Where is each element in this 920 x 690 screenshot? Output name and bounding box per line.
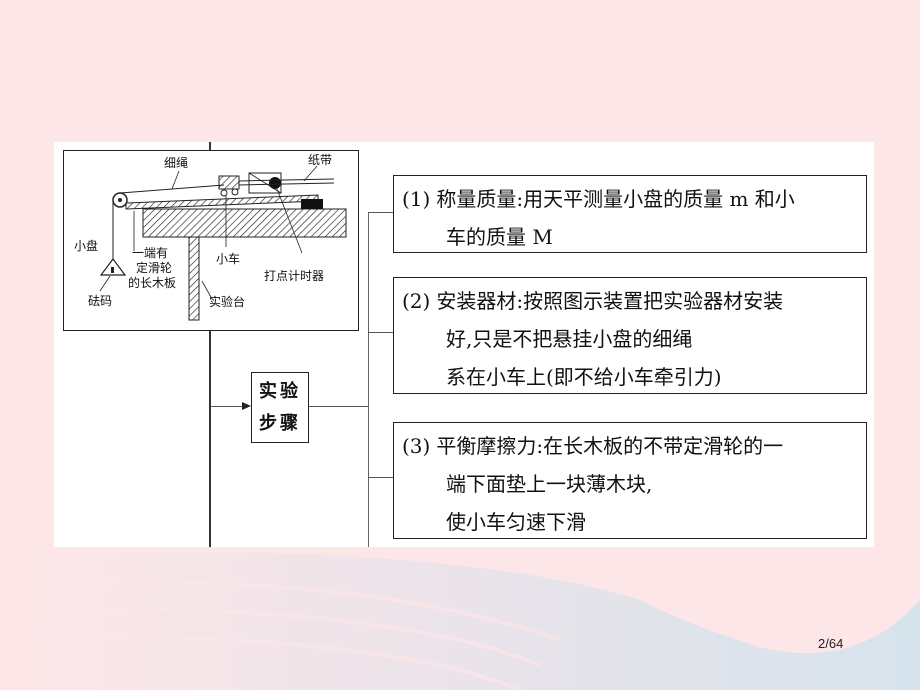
experiment-steps-node: 实验 步骤 [251,372,309,443]
step-number: (3) [402,434,431,458]
step-box-3: (3)平衡摩擦力:在长木板的不带定滑轮的一 端下面垫上一块薄木块, 使小车匀速下… [393,422,867,539]
step-box-2: (2)安装器材:按照图示装置把实验器材安装 好,只是不把悬挂小盘的细绳 系在小车… [393,277,867,394]
step-number: (1) [402,187,431,211]
center-node-line1: 实验 [259,380,301,402]
trunk-line [209,142,211,547]
step-text: 好,只是不把悬挂小盘的细绳 [446,327,693,351]
apparatus-diagram: 细绳 纸带 小盘 一端有 定滑轮 的长木板 砝码 小车 实验台 打点计时器 [63,150,359,331]
branch-line-3 [368,477,393,478]
step-number: (2) [402,289,431,313]
label-timer: 打点计时器 [264,269,325,283]
bracket-line [368,212,369,547]
step-text: 系在小车上(即不给小车牵引力) [446,365,722,389]
label-lab-table: 实验台 [209,295,246,309]
label-weights: 砝码 [88,294,113,308]
step-text: 安装器材:按照图示装置把实验器材安装 [436,289,784,313]
content-panel: 细绳 纸带 小盘 一端有 定滑轮 的长木板 砝码 小车 实验台 打点计时器 实验… [54,142,874,547]
branch-line-1 [368,212,393,213]
step-text: 使小车匀速下滑 [446,510,586,534]
label-paper-tape: 纸带 [308,153,333,167]
step-text: 平衡摩擦力:在长木板的不带定滑轮的一 [436,434,784,458]
center-node-line2: 步骤 [259,412,301,434]
step-text: 车的质量 M [446,225,553,249]
step-text: 称量质量:用天平测量小盘的质量 m 和小 [436,187,795,211]
label-cart: 小车 [216,252,241,266]
label-board-1: 一端有 [132,246,169,260]
label-rope: 细绳 [164,156,189,170]
step-text: 端下面垫上一块薄木块, [446,472,653,496]
label-small-pan: 小盘 [74,239,99,253]
apparatus-illustration [99,165,347,321]
step-box-1: (1)称量质量:用天平测量小盘的质量 m 和小 车的质量 M [393,175,867,253]
connector-arrow-line [210,406,246,407]
branch-line-2 [368,332,393,333]
connector-line [309,406,368,407]
label-board-2: 定滑轮 [136,261,173,275]
page-indicator: 2/64 [818,636,844,651]
arrow-head-icon [242,402,251,410]
label-board-3: 的长木板 [128,276,177,290]
